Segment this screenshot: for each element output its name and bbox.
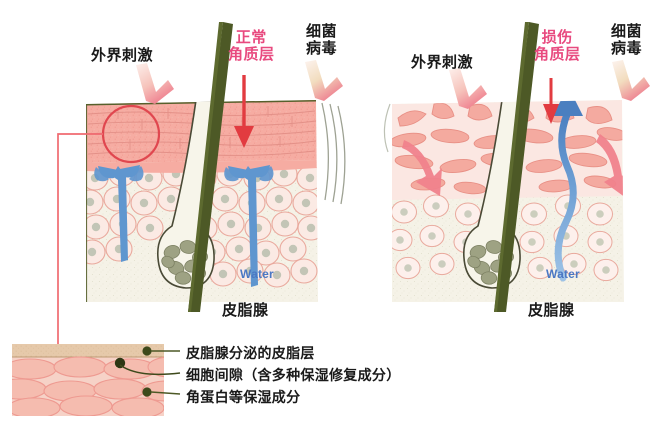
label-stimulus-right: 外界刺激 <box>411 54 474 71</box>
label-layer-title-left-line1: 正常 <box>235 29 267 46</box>
label-water-right: Water <box>546 267 580 281</box>
legend-item-2: 细胞间隙（含多种保湿修复成分） <box>186 367 401 383</box>
hair-shaft-left <box>188 22 233 312</box>
label-gland-left: 皮脂腺 <box>222 302 269 319</box>
label-germs-left: 细菌 病毒 <box>306 23 338 58</box>
label-layer-title-left: 正常 角质层 <box>228 29 275 64</box>
label-gland-right: 皮脂腺 <box>528 302 575 319</box>
label-layer-title-right-line2: 角质层 <box>534 45 581 63</box>
label-layer-title-right-line1: 损伤 <box>541 29 573 46</box>
right-panel-skin-block <box>383 22 624 312</box>
inset-leader-2 <box>114 357 181 376</box>
label-germs-right: 细菌 病毒 <box>611 23 643 58</box>
invasion-arrows-right <box>402 134 624 198</box>
barrier-repel-arcs-left <box>321 102 346 205</box>
normal-barrier-block-arrow <box>234 75 254 148</box>
legend-item-3: 角蛋白等保湿成分 <box>186 389 301 405</box>
legend-item-1: 皮脂腺分泌的皮脂层 <box>186 345 315 361</box>
damaged-penetration-arrow <box>543 78 559 124</box>
label-layer-title-right: 损伤 角质层 <box>534 29 581 64</box>
germ-arrow-right <box>612 60 650 101</box>
water-channel-left-b <box>224 165 274 287</box>
barrier-broken-arc-right <box>383 103 391 153</box>
label-germs-right-line2: 病毒 <box>611 39 643 57</box>
stimulus-arrow-left <box>136 63 174 104</box>
inset-leader-3 <box>142 387 181 397</box>
water-channel-left-a <box>94 165 144 262</box>
corneum-detail-inset <box>12 344 181 416</box>
label-stimulus-left: 外界刺激 <box>91 47 154 64</box>
left-panel-skin-block <box>86 22 346 312</box>
water-escape-arrow <box>553 100 583 282</box>
inset-leader-1 <box>142 346 180 356</box>
hair-shaft-right <box>494 22 539 312</box>
label-germs-right-line1: 细菌 <box>611 23 643 40</box>
label-layer-title-left-line2: 角质层 <box>228 45 275 63</box>
label-germs-left-line2: 病毒 <box>306 39 338 57</box>
stimulus-arrow-right <box>449 68 487 109</box>
label-water-left: Water <box>240 267 274 281</box>
germ-arrow-left <box>305 60 343 101</box>
label-germs-left-line1: 细菌 <box>306 23 338 40</box>
